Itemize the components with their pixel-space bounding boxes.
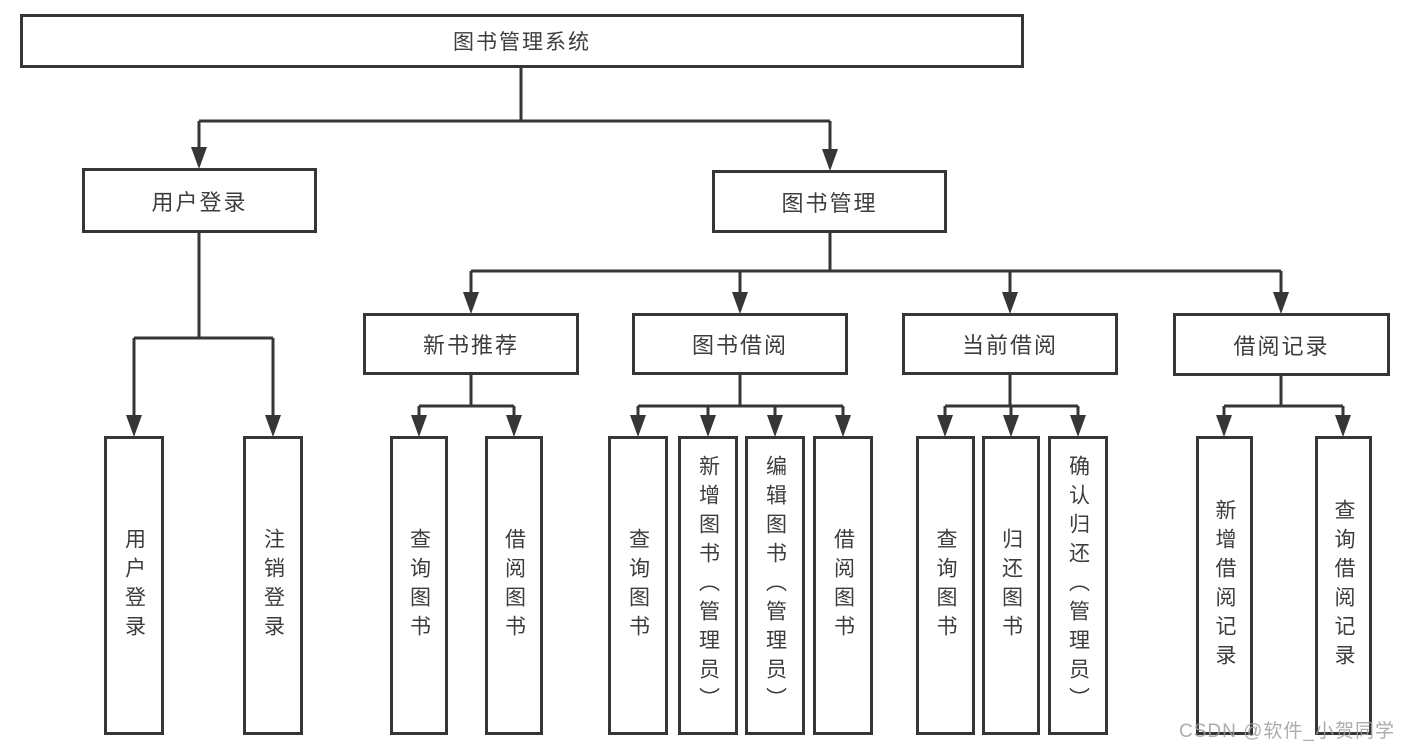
leaf-user-login: 用户登录 [104,436,164,735]
node-book-management: 图书管理 [712,170,947,233]
node-library-system: 图书管理系统 [20,14,1024,68]
leaf-bb-query-books: 查询图书 [608,436,668,735]
leaf-user-login-label: 用户登录 [122,527,146,644]
leaf-cb-confirm-return-admin: 确认归还（管理员） [1048,436,1108,735]
node-new-book-recommend: 新书推荐 [363,313,579,375]
leaf-logout-label: 注销登录 [261,527,285,644]
leaf-bb-add-books-admin: 新增图书（管理员） [678,436,738,735]
node-user-login: 用户登录 [82,168,317,233]
leaf-bb-query-books-label: 查询图书 [626,527,650,644]
connector-paths [126,68,1351,437]
leaf-logout: 注销登录 [243,436,303,735]
leaf-br-query-record: 查询借阅记录 [1315,436,1372,735]
node-borrow-records: 借阅记录 [1173,313,1390,376]
leaf-br-add-record-label: 新增借阅记录 [1213,498,1236,673]
leaf-br-query-record-label: 查询借阅记录 [1332,498,1355,673]
leaf-nbr-query-books-label: 查询图书 [407,527,431,644]
node-book-borrowing: 图书借阅 [632,313,848,375]
leaf-bb-borrow-books: 借阅图书 [813,436,873,735]
leaf-cb-return-books-label: 归还图书 [999,527,1023,644]
leaf-bb-borrow-books-label: 借阅图书 [831,527,855,644]
leaf-nbr-query-books: 查询图书 [390,436,448,735]
leaf-bb-add-books-admin-label: 新增图书（管理员） [696,455,720,716]
leaf-cb-confirm-return-admin-label: 确认归还（管理员） [1066,455,1090,716]
watermark: CSDN @软件_小贺同学 [1179,721,1395,742]
leaf-nbr-borrow-books: 借阅图书 [485,436,543,735]
leaf-nbr-borrow-books-label: 借阅图书 [502,527,526,644]
leaf-bb-edit-books-admin: 编辑图书（管理员） [745,436,805,735]
leaf-bb-edit-books-admin-label: 编辑图书（管理员） [763,455,787,716]
leaf-br-add-record: 新增借阅记录 [1196,436,1253,735]
leaf-cb-query-books: 查询图书 [916,436,975,735]
node-current-borrowing: 当前借阅 [902,313,1118,375]
leaf-cb-query-books-label: 查询图书 [934,527,957,644]
leaf-cb-return-books: 归还图书 [982,436,1040,735]
